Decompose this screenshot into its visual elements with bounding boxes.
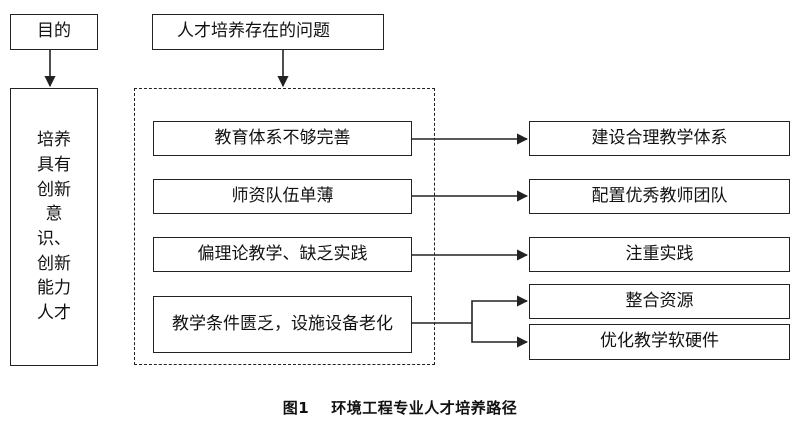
problem-label-4: 教学条件匮乏，设施设备老化: [172, 313, 393, 334]
arrow-fork-lower: [471, 323, 529, 348]
solution-box-3: 注重实践: [529, 237, 790, 272]
problem-label-3: 偏理论教学、缺乏实践: [197, 243, 368, 264]
solution-box-4: 整合资源: [529, 284, 790, 319]
solution-label-3: 注重实践: [625, 243, 694, 264]
figure-caption: 图1 环境工程专业人才培养路径: [0, 397, 800, 418]
problems-header-box: 人才培养存在的问题: [152, 14, 384, 50]
goal-box: 培养具有创新意识、创新能力人才: [10, 88, 98, 366]
problems-header-label: 人才培养存在的问题: [177, 21, 330, 42]
problem-label-1: 教育体系不够完善: [214, 127, 351, 148]
solution-box-1: 建设合理教学体系: [529, 121, 790, 156]
problem-label-2: 师资队伍单薄: [231, 185, 334, 206]
problem-box-3: 偏理论教学、缺乏实践: [153, 237, 412, 272]
solution-box-5: 优化教学软硬件: [529, 324, 790, 360]
problems-group-dashed: [134, 88, 435, 365]
problem-box-1: 教育体系不够完善: [153, 121, 412, 156]
solution-label-1: 建设合理教学体系: [591, 127, 728, 148]
problem-box-4: 教学条件匮乏，设施设备老化: [153, 296, 412, 353]
problem-box-2: 师资队伍单薄: [153, 179, 412, 214]
solution-label-5: 优化教学软硬件: [600, 331, 719, 352]
figure-caption-label: 图1: [282, 399, 310, 417]
purpose-header-label: 目的: [37, 21, 71, 42]
goal-text: 培养具有创新意识、创新能力人才: [37, 130, 71, 323]
solution-box-2: 配置优秀教师团队: [529, 179, 790, 214]
arrow-fork-upper: [471, 295, 529, 323]
figure-caption-text: 环境工程专业人才培养路径: [331, 399, 518, 417]
purpose-header-box: 目的: [10, 14, 98, 50]
solution-label-2: 配置优秀教师团队: [591, 185, 728, 206]
solution-label-4: 整合资源: [625, 290, 694, 311]
